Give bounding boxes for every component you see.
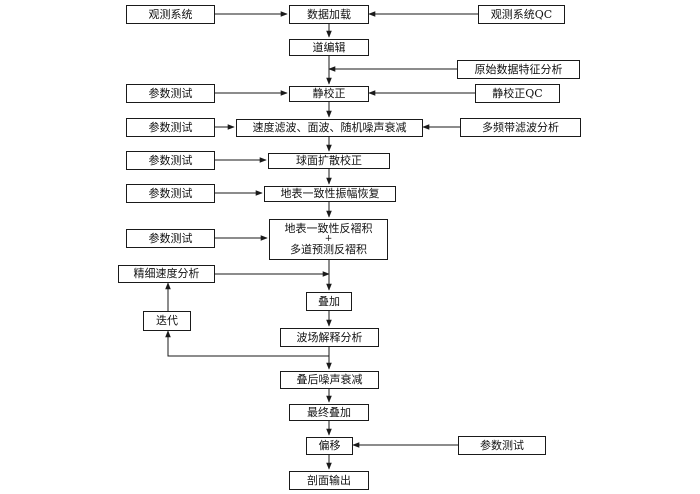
node-raw-data-analysis: 原始数据特征分析 [457,60,580,79]
node-trace-editing: 道编辑 [289,39,369,56]
node-param-test-6: 参数测试 [458,436,546,455]
node-iteration: 迭代 [143,311,191,331]
edge-wave-iterate [165,330,330,357]
node-data-loading: 数据加载 [289,5,369,24]
deconvolution-line-3: 多道预测反褶积 [290,243,367,256]
node-noise-attenuation: 速度滤波、面波、随机噪声衰减 [236,119,423,137]
node-wavefield-analysis: 波场解释分析 [280,328,379,347]
node-final-stack: 最终叠加 [289,404,369,421]
node-spherical-divergence: 球面扩散校正 [268,153,390,169]
node-deconvolution: 地表一致性反褶积 + 多道预测反褶积 [269,219,388,260]
node-observation-system: 观测系统 [126,5,215,24]
node-fine-velocity-analysis: 精细速度分析 [118,265,215,283]
deconvolution-line-1: 地表一致性反褶积 [284,222,373,235]
node-param-test-3: 参数测试 [126,151,215,170]
node-profile-output: 剖面输出 [289,471,369,490]
node-post-stack-noise-attenuation: 叠后噪声衰减 [280,371,379,389]
node-amplitude-recovery: 地表一致性振幅恢复 [264,186,396,202]
deconvolution-line-2: + [324,234,333,244]
node-observation-system-qc: 观测系统QC [478,5,565,24]
node-static-correction-qc: 静校正QC [475,84,560,103]
node-param-test-2: 参数测试 [126,118,215,137]
node-migration: 偏移 [306,437,353,455]
node-param-test-1: 参数测试 [126,84,215,103]
node-stack: 叠加 [306,292,352,311]
node-multiband-filter-analysis: 多频带滤波分析 [460,118,581,137]
node-param-test-4: 参数测试 [126,184,215,203]
node-static-correction: 静校正 [289,86,369,102]
node-param-test-5: 参数测试 [126,229,215,248]
